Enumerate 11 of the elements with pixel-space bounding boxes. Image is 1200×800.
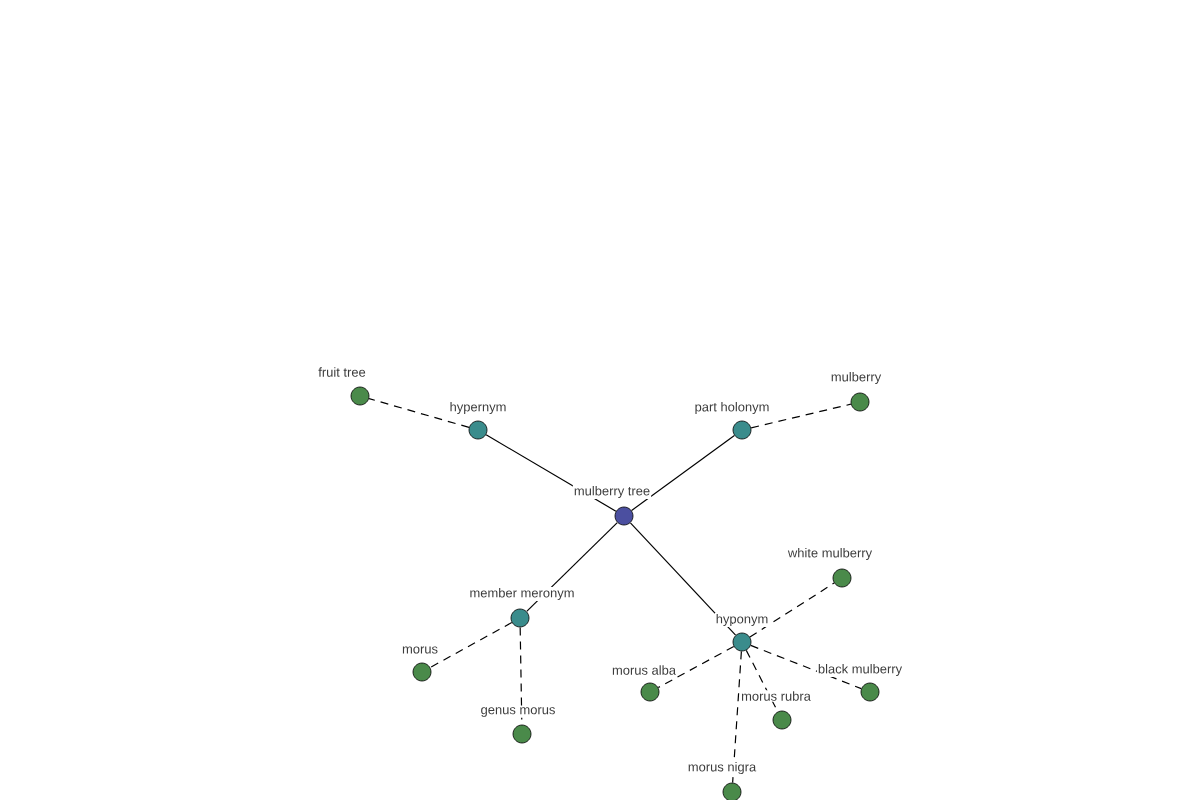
connector	[745, 649, 779, 713]
connector	[526, 522, 618, 613]
connector	[429, 621, 513, 669]
connector	[657, 645, 735, 689]
connector	[732, 650, 742, 784]
connector	[631, 434, 735, 512]
connector	[749, 582, 835, 638]
connector	[368, 398, 470, 428]
connector	[629, 522, 737, 636]
connector	[750, 403, 852, 429]
connector	[750, 644, 862, 690]
